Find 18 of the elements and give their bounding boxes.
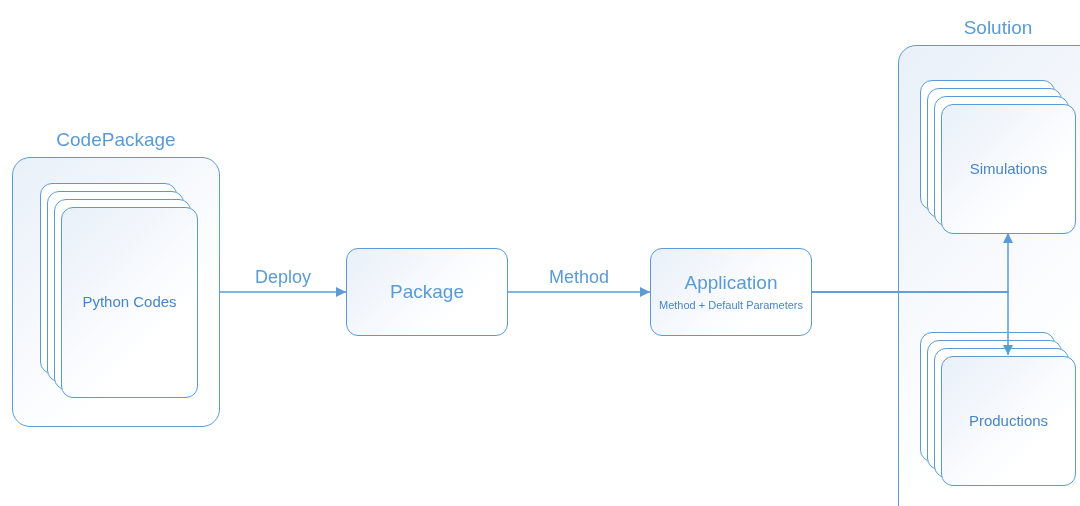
document-stack [920,332,1076,486]
arrow [507,287,651,297]
process-box [346,248,508,336]
node-label: Simulations [969,158,1048,179]
node-label: Productions [968,410,1049,431]
node-title: Package [390,280,464,304]
node-label: Python Codes [82,292,177,313]
group-title: CodePackage [55,128,177,152]
edge-label: Method [549,266,609,289]
node-title: Application [684,270,778,295]
arrow [811,291,1013,356]
document-stack [40,183,198,398]
group-title: Solution [962,16,1034,40]
document-stack [920,80,1076,234]
process-box [650,248,812,336]
arrow [219,287,347,297]
node-description: Method + Default Parameters [659,298,803,314]
edge-label: Deploy [255,266,311,289]
